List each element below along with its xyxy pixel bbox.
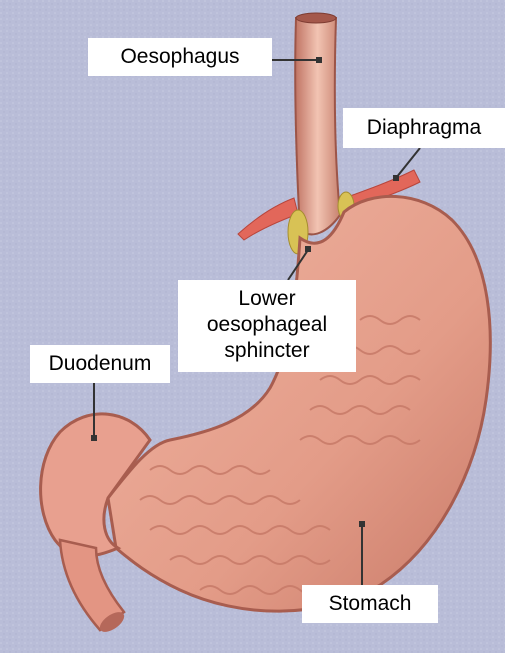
- label-diaphragma: Diaphragma: [343, 108, 505, 148]
- label-lower-oesophageal-sphincter: Lower oesophageal sphincter: [178, 280, 356, 372]
- label-lower-line-1: Lower: [186, 286, 348, 312]
- label-duodenum: Duodenum: [30, 345, 170, 383]
- oesophagus-tube: [295, 18, 340, 234]
- oesophagus-opening: [296, 13, 336, 23]
- label-lower-line-2: oesophageal: [186, 312, 348, 338]
- label-oesophagus: Oesophagus: [88, 38, 272, 76]
- label-lower-line-3: sphincter: [186, 338, 348, 364]
- label-stomach: Stomach: [302, 585, 438, 623]
